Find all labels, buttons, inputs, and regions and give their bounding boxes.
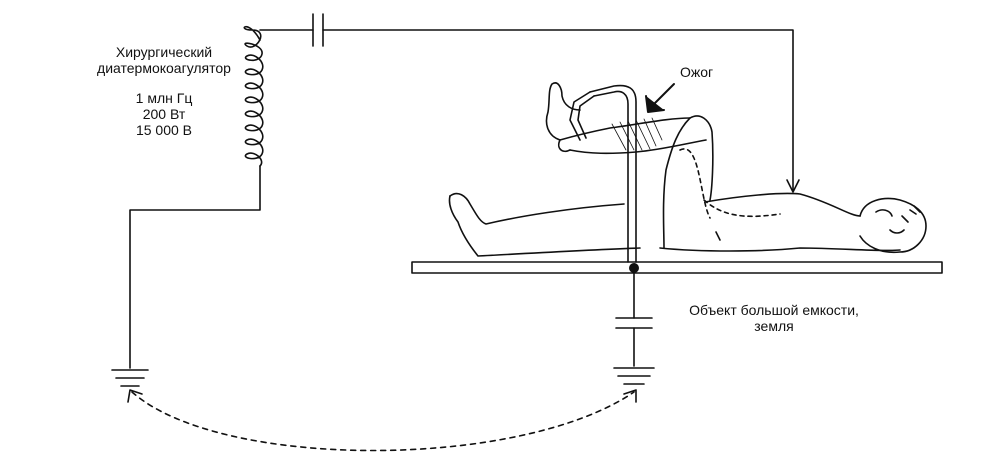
ground-right [613, 367, 655, 385]
device-voltage: 15 000 В [135, 122, 193, 138]
device-label: Хирургический диатермокоагулятор 1 млн Г… [84, 44, 244, 138]
ground-current-arc [131, 391, 635, 452]
arc-arrow-left [127, 389, 143, 403]
wire-top-right [322, 29, 794, 191]
ground-label-line2: земля [754, 318, 794, 334]
junction-dot [629, 263, 639, 273]
arc-arrow-right [623, 389, 637, 403]
wire-left [129, 165, 261, 369]
device-power: 200 Вт [142, 106, 186, 122]
burn-zone [611, 117, 663, 151]
ground-left [111, 369, 149, 387]
device-name-line1: Хирургический [115, 44, 213, 60]
device-name-line2: диатермокоагулятор [97, 60, 231, 76]
body-capacitor [615, 317, 653, 329]
ground-label: Объект большой емкости, земля [664, 302, 884, 334]
burn-arrow [645, 83, 675, 113]
burn-label: Ожог [680, 64, 714, 80]
capacitor [312, 13, 324, 47]
patient-body [448, 82, 927, 257]
ground-label-line1: Объект большой емкости, [689, 302, 859, 318]
inductor-coil [243, 25, 264, 167]
operating-table [411, 261, 943, 274]
metal-stand [569, 84, 637, 263]
wire-arrow-head [786, 179, 800, 193]
device-frequency: 1 млн Гц [135, 90, 193, 106]
